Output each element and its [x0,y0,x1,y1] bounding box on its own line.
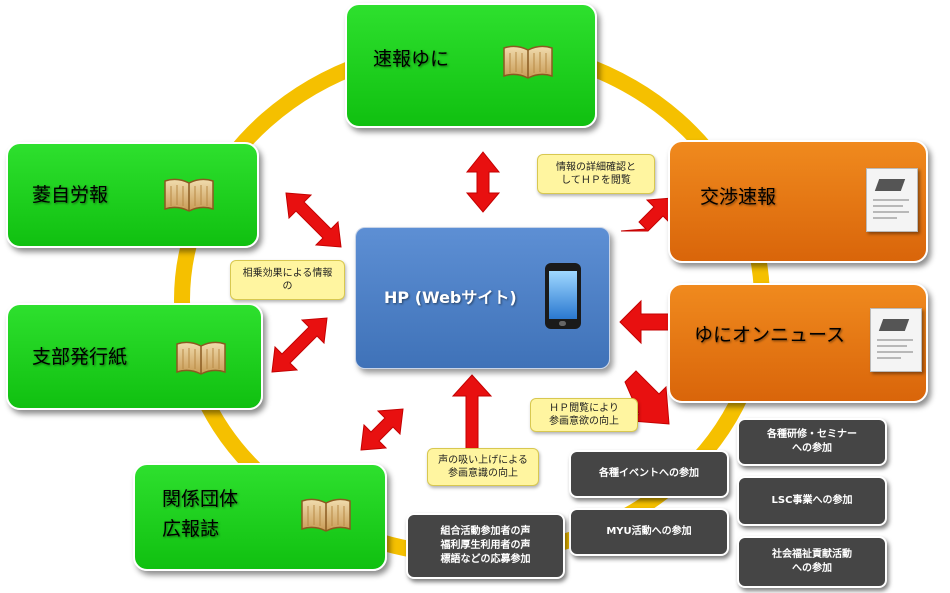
gray-voices: 組合活動参加者の声 福利厚生利用者の声 標語などの応募参加 [406,513,565,579]
book-icon [503,45,553,79]
gray-events: 各種イベントへの参加 [569,450,729,498]
gray-myu: MYU活動への参加 [569,508,729,556]
arrow-ryojiro-diag [285,192,342,248]
hp-label: HP (Webサイト) [384,288,517,307]
arrow-top-updown [465,151,501,213]
arrow-kankei-diag [360,408,404,451]
arrow-kosho-to-hp [620,197,673,232]
box-ryojiro [6,142,259,248]
note-detail-check: 情報の詳細確認と してＨＰを閲覧 [537,154,655,194]
label-ryojiro: 菱自労報 [32,184,109,206]
book-icon [164,178,214,212]
gray-training: 各種研修・セミナー への参加 [737,418,887,466]
label-shibu: 支部発行紙 [32,346,128,368]
arrow-shibu-diag [271,317,328,373]
book-icon [301,498,351,532]
gray-social: 社会福祉貢献活動 への参加 [737,536,887,588]
label-kankei: 関係団体 広報誌 [162,488,239,540]
note-synergy: 相乗効果による情報 の [230,260,345,300]
smartphone-icon [545,263,581,329]
document-icon [870,308,922,372]
box-sokuho [345,3,597,128]
note-hp-view: ＨＰ閲覧により 参画意欲の向上 [530,398,638,432]
label-yunion: ゆにオンニュース [694,324,846,346]
document-icon [866,168,918,232]
note-voice: 声の吸い上げによる 参画意識の向上 [427,448,539,486]
gray-lsc: LSC事業への参加 [737,476,887,526]
label-kosho: 交渉速報 [700,186,777,208]
book-icon [176,341,226,375]
arrow-yunion-to-hp [619,299,673,345]
label-sokuho: 速報ゆに [373,48,450,70]
